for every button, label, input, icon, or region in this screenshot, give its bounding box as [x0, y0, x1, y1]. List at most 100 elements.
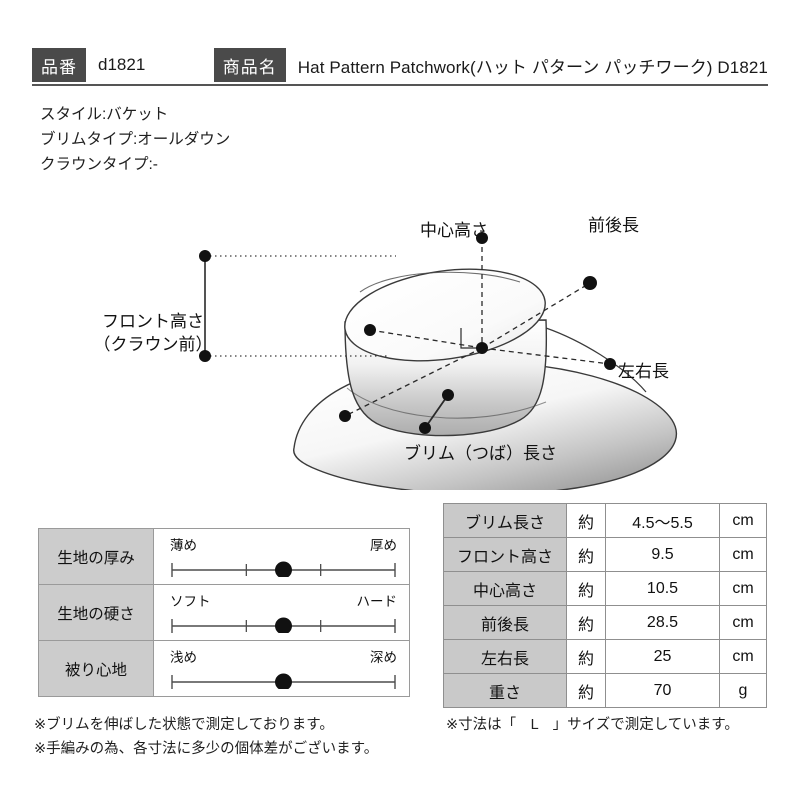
dot-brim-inner — [442, 389, 454, 401]
spec-unit: cm — [719, 639, 767, 674]
spec-value-left-right-length: 25 — [605, 639, 720, 674]
label-front-back-length: 前後長 — [588, 216, 639, 235]
table-row: 中心高さ 約 10.5 cm — [443, 571, 767, 606]
right-angle-marker — [460, 328, 482, 349]
sku-label: 品番 — [32, 48, 86, 82]
rating-scale-fit: 浅め 深め — [153, 640, 410, 697]
spec-value-brim-length: 4.5〜5.5 — [605, 503, 720, 538]
spec-approx: 約 — [566, 673, 606, 708]
table-row: 前後長 約 28.5 cm — [443, 605, 767, 640]
note-handmade-variance: ※手編みの為、各寸法に多少の個体差がございます。 — [34, 741, 379, 757]
scale-left-label: 浅め — [170, 650, 197, 665]
rating-label-fit: 被り心地 — [38, 640, 154, 697]
table-row: 左右長 約 25 cm — [443, 639, 767, 674]
specification-table: ブリム長さ 約 4.5〜5.5 cm フロント高さ 約 9.5 cm 中心高さ … — [443, 503, 767, 708]
table-row: 生地の硬さ ソフト ハード — [38, 584, 410, 641]
attribute-brim-type: ブリムタイプ:オールダウン — [40, 131, 231, 148]
rating-scale-thickness: 薄め 厚め — [153, 528, 410, 585]
table-row: 生地の厚み 薄め 厚め — [38, 528, 410, 585]
product-name-label: 商品名 — [213, 48, 286, 82]
scale-right-label: 深め — [370, 650, 397, 665]
spec-unit: cm — [719, 571, 767, 606]
hat-measurement-diagram: フロント高さ （クラウン前） 中心高さ 前後長 左右長 ブリム（つば）長さ — [0, 170, 800, 496]
dot-front-back-rear — [583, 276, 597, 290]
scale-marker-dot — [275, 617, 292, 635]
table-row: 被り心地 浅め 深め — [38, 640, 410, 697]
hat-brim-back-edge — [545, 327, 647, 393]
spec-unit: cm — [719, 503, 767, 538]
spec-name-center-height: 中心高さ — [443, 571, 567, 606]
spec-value-center-height: 10.5 — [605, 571, 720, 606]
spec-approx: 約 — [566, 537, 606, 572]
hat-crown-top — [344, 268, 546, 362]
scale-graphic — [171, 561, 396, 579]
left-right-length-line — [481, 347, 611, 365]
spec-approx: 約 — [566, 571, 606, 606]
scale-track — [170, 615, 397, 635]
notes-left: ※ブリムを伸ばした状態で測定しております。 ※手編みの為、各寸法に多少の個体差が… — [34, 713, 378, 761]
dot-front-back-front — [339, 410, 351, 422]
spec-value-front-height: 9.5 — [605, 537, 720, 572]
dot-center-height-top — [476, 232, 488, 244]
label-front-height-main: フロント高さ — [102, 312, 204, 331]
spec-value-weight: 70 — [605, 673, 720, 708]
scale-right-label: 厚め — [370, 538, 397, 553]
front-back-length-line — [481, 282, 591, 349]
spec-unit: cm — [719, 605, 767, 640]
hat-brim-inner-curve — [346, 387, 547, 419]
dot-left-right-left — [364, 324, 376, 336]
product-header: 品番 d1821 商品名 Hat Pattern Patchwork(ハット パ… — [32, 48, 768, 82]
spec-name-weight: 重さ — [443, 673, 567, 708]
spec-approx: 約 — [566, 639, 606, 674]
front-back-length-line-lower — [344, 347, 483, 417]
dot-left-right-right — [604, 358, 616, 370]
rating-table: 生地の厚み 薄め 厚め 生地の硬さ ソフト ハード 被り心地 — [38, 528, 410, 697]
note-measured-size: ※寸法は「 L 」サイズで測定しています。 — [446, 717, 739, 733]
table-row: ブリム長さ 約 4.5〜5.5 cm — [443, 503, 767, 538]
label-left-right-length: 左右長 — [618, 362, 669, 381]
spec-unit: cm — [719, 537, 767, 572]
rating-label-firmness: 生地の硬さ — [38, 584, 154, 641]
table-row: 重さ 約 70 g — [443, 673, 767, 708]
spec-name-front-back-length: 前後長 — [443, 605, 567, 640]
notes-right: ※寸法は「 L 」サイズで測定しています。 — [446, 713, 739, 737]
spec-unit: g — [719, 673, 767, 708]
spec-name-brim-length: ブリム長さ — [443, 503, 567, 538]
dot-front-height-bottom — [199, 350, 211, 362]
left-right-length-line-left — [369, 329, 483, 349]
label-front-height: フロント高さ （クラウン前） — [78, 310, 228, 356]
scale-track — [170, 559, 397, 579]
attribute-crown-type: クラウンタイプ:- — [40, 156, 158, 173]
header-divider — [32, 84, 768, 86]
brim-length-line — [424, 394, 449, 429]
spec-name-left-right-length: 左右長 — [443, 639, 567, 674]
note-brim-stretched: ※ブリムを伸ばした状態で測定しております。 — [34, 717, 334, 733]
label-brim-length: ブリム（つば）長さ — [404, 444, 557, 463]
label-front-height-sub: （クラウン前） — [93, 335, 213, 354]
scale-marker-dot — [275, 561, 292, 579]
hat-crown-seam — [359, 271, 521, 293]
scale-marker-dot — [275, 673, 292, 691]
spec-approx: 約 — [566, 503, 606, 538]
scale-graphic — [171, 617, 396, 635]
rating-scale-firmness: ソフト ハード — [153, 584, 410, 641]
dot-brim-outer — [419, 422, 431, 434]
scale-end-labels: 薄め 厚め — [170, 534, 397, 554]
hat-illustration — [199, 232, 678, 496]
scale-track — [170, 671, 397, 691]
attribute-list: スタイル:バケット ブリムタイプ:オールダウン クラウンタイプ:- — [40, 102, 230, 177]
spec-approx: 約 — [566, 605, 606, 640]
dot-front-height-top — [199, 250, 211, 262]
scale-end-labels: ソフト ハード — [170, 590, 397, 610]
dot-center-origin — [476, 342, 488, 354]
table-row: フロント高さ 約 9.5 cm — [443, 537, 767, 572]
sku-value: d1821 — [98, 55, 146, 74]
scale-end-labels: 浅め 深め — [170, 646, 397, 666]
rating-label-thickness: 生地の厚み — [38, 528, 154, 585]
scale-graphic — [171, 673, 396, 691]
label-center-height: 中心高さ — [420, 221, 488, 240]
product-name-value: Hat Pattern Patchwork(ハット パターン パッチワーク) D… — [297, 57, 768, 77]
scale-left-label: ソフト — [170, 594, 211, 609]
scale-left-label: 薄め — [170, 538, 197, 553]
spec-name-front-height: フロント高さ — [443, 537, 567, 572]
